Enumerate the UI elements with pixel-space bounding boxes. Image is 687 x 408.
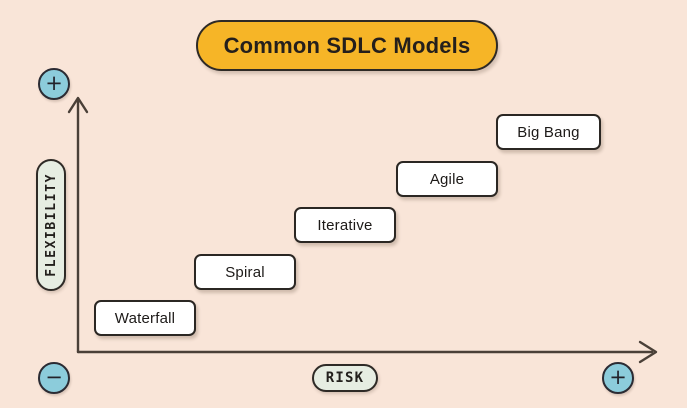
plus-icon-risk-high: + — [602, 362, 634, 394]
minus-glyph: − — [45, 364, 63, 389]
y-axis-arrowhead — [67, 96, 89, 114]
model-box-spiral: Spiral — [194, 254, 296, 290]
x-axis-arrowhead — [638, 340, 658, 364]
page-title: Common SDLC Models — [223, 32, 471, 58]
x-axis-label: RISK — [325, 370, 365, 386]
model-box-big-bang: Big Bang — [496, 114, 601, 150]
model-box-iterative: Iterative — [294, 207, 396, 243]
diagram-title-pill: Common SDLC Models — [196, 20, 498, 71]
y-axis-label-pill: FLEXIBILITY — [36, 159, 66, 291]
model-label: Spiral — [225, 263, 265, 281]
plus-glyph: + — [609, 364, 627, 389]
model-label: Agile — [429, 170, 465, 188]
model-box-agile: Agile — [396, 161, 498, 197]
plus-glyph: + — [45, 70, 63, 95]
model-box-waterfall: Waterfall — [94, 300, 196, 336]
minus-icon-flexibility-low: − — [38, 362, 70, 394]
model-label: Big Bang — [517, 123, 580, 141]
model-label: Iterative — [317, 216, 373, 234]
model-label: Waterfall — [114, 309, 176, 327]
x-axis-label-pill: RISK — [312, 364, 378, 392]
plus-icon-flexibility-high: + — [38, 68, 70, 100]
y-axis-label: FLEXIBILITY — [43, 173, 59, 277]
